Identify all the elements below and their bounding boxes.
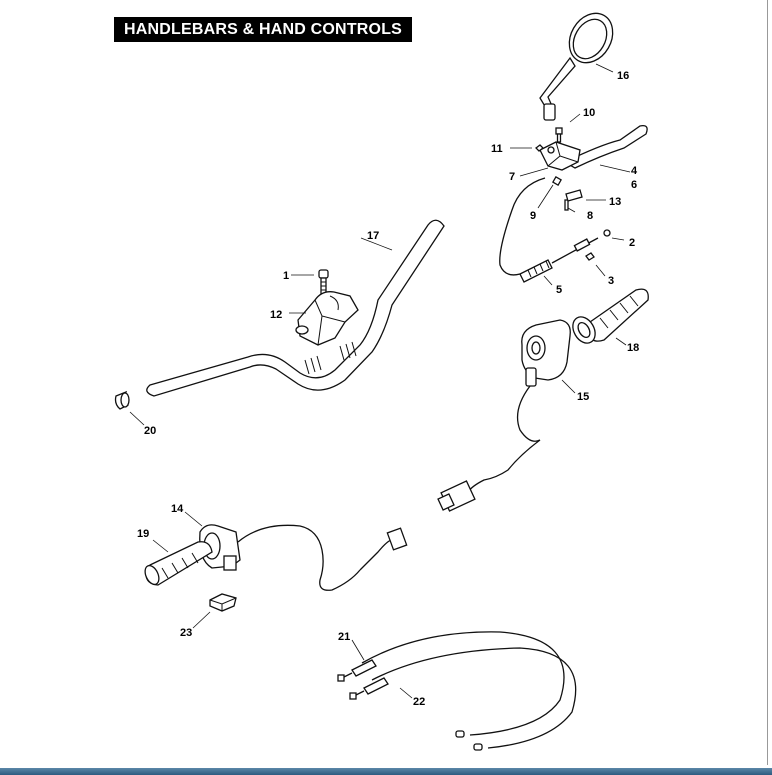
callout-1: 1: [283, 270, 289, 282]
clutch-cable: [499, 177, 599, 283]
callout-19: 19: [137, 528, 149, 540]
callout-22: 22: [413, 696, 425, 708]
switch-pin: [564, 199, 569, 211]
callout-13: 13: [609, 196, 621, 208]
bar-end-plug: [114, 390, 130, 410]
callout-16: 16: [617, 70, 629, 82]
callout-18: 18: [627, 342, 639, 354]
callout-4: 4: [631, 165, 638, 177]
mirror: [539, 12, 614, 121]
page-title: HANDLEBARS & HAND CONTROLS: [114, 17, 412, 42]
right-grip: [572, 288, 649, 344]
bottom-bar: [0, 768, 772, 775]
callout-9: 9: [530, 210, 536, 222]
left-grip: [144, 541, 213, 586]
clutch-switch: [565, 189, 583, 202]
riser-bolt: [318, 269, 329, 295]
clutch-bracket: [539, 141, 581, 171]
right-switch-housing: [437, 319, 571, 512]
riser-clamp: [295, 291, 359, 346]
page-border: [767, 0, 768, 765]
lever-pin: [535, 144, 544, 152]
handlebar: [146, 219, 445, 397]
switch-clamp: [209, 593, 237, 612]
lever-screw: [555, 127, 563, 143]
cable-ferrule: [585, 252, 595, 261]
callout-7: 7: [509, 171, 515, 183]
callout-2: 2: [629, 237, 635, 249]
callout-21: 21: [338, 631, 350, 643]
leader-lines: [129, 63, 631, 699]
callout-11: 11: [491, 143, 503, 155]
callout-14: 14: [171, 503, 184, 515]
callout-17: 17: [367, 230, 379, 242]
callout-3: 3: [608, 275, 614, 287]
throttle-cables: [337, 631, 577, 751]
left-switch-housing: [199, 524, 408, 591]
callout-10: 10: [583, 107, 595, 119]
callout-12: 12: [270, 309, 282, 321]
callout-23: 23: [180, 627, 192, 639]
callout-labels: 1 2 3 4 5 6 7 8 9 10 11 12 13 14 15 16 1…: [137, 70, 639, 708]
callout-8: 8: [587, 210, 593, 222]
clutch-lever: [563, 125, 648, 169]
callout-20: 20: [144, 425, 156, 437]
callout-15: 15: [577, 391, 589, 403]
callout-6: 6: [631, 179, 637, 191]
cable-nut: [552, 176, 562, 186]
cable-adjuster-nut: [603, 229, 611, 237]
callout-5: 5: [556, 284, 562, 296]
